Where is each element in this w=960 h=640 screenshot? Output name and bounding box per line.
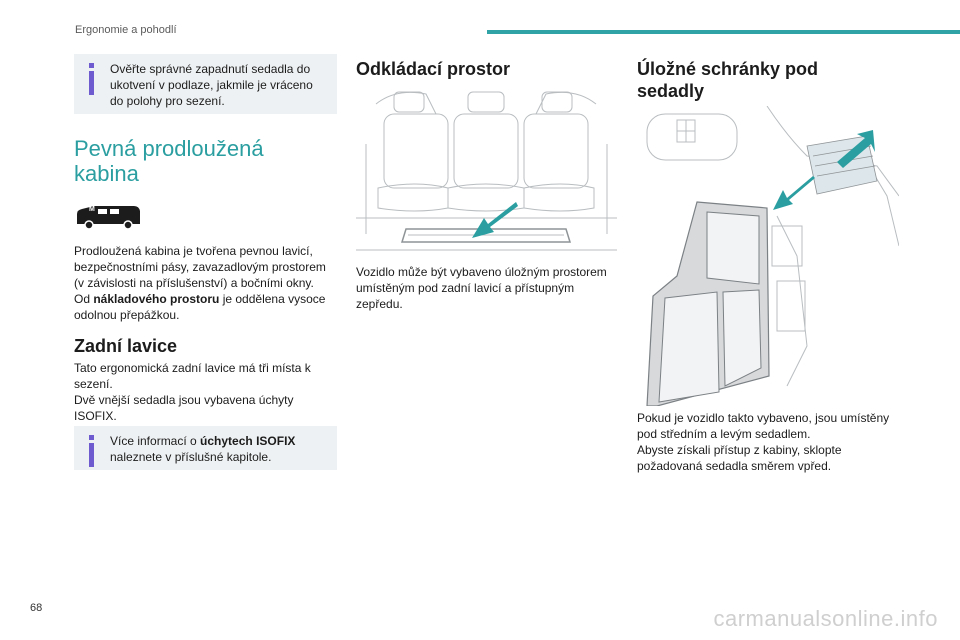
page-number: 68	[30, 602, 43, 614]
note-text: Ověřte správné zapadnutí sedadla do ukot…	[110, 62, 313, 108]
cab-description: Prodloužená kabina je tvořena pevnou lav…	[74, 243, 339, 323]
bench-par-2: Dvě vnější sedadla jsou vybavena úchyty …	[74, 393, 294, 423]
heading-storage: Odkládací prostor	[356, 59, 511, 79]
vehicle-icon: M	[74, 202, 142, 230]
info-note-isofix: Více informací o úchytech ISOFIX nalezne…	[74, 426, 337, 470]
running-header: Ergonomie a pohodlí	[75, 24, 177, 36]
under-seat-description: Pokud je vozidlo takto vybaveno, jsou um…	[637, 410, 902, 474]
storage-description: Vozidlo může být vybaveno úložným prosto…	[356, 265, 607, 311]
header-accent-bar	[487, 30, 960, 34]
bench-description: Tato ergonomická zadní lavice má tři mís…	[74, 360, 329, 424]
heading-fixed-cab: Pevná prodloužená kabina	[74, 136, 264, 186]
info-icon	[86, 63, 100, 97]
rear-bench-storage-illustration	[356, 84, 617, 256]
info-note-seat-anchor: Ověřte správné zapadnutí sedadla do ukot…	[74, 54, 337, 114]
under-seat-par-1: Pokud je vozidlo takto vybaveno, jsou um…	[637, 411, 890, 441]
under-seat-par-2: Abyste získali přístup z kabiny, sklopte…	[637, 443, 842, 473]
under-seat-box-illustration	[637, 105, 900, 407]
cab-par-1: Prodloužená kabina je tvořena pevnou lav…	[74, 244, 326, 290]
cab-par-2: Od nákladového prostoru je oddělena vyso…	[74, 292, 326, 322]
heading-under-seat-boxes: Úložné schránky pod sedadly	[637, 59, 819, 101]
vehicle-badge: M	[89, 206, 95, 213]
info-icon	[86, 435, 100, 469]
watermark: carmanualsonline.info	[713, 606, 938, 631]
bench-par-1: Tato ergonomická zadní lavice má tři mís…	[74, 361, 311, 391]
heading-rear-bench: Zadní lavice	[74, 336, 178, 356]
